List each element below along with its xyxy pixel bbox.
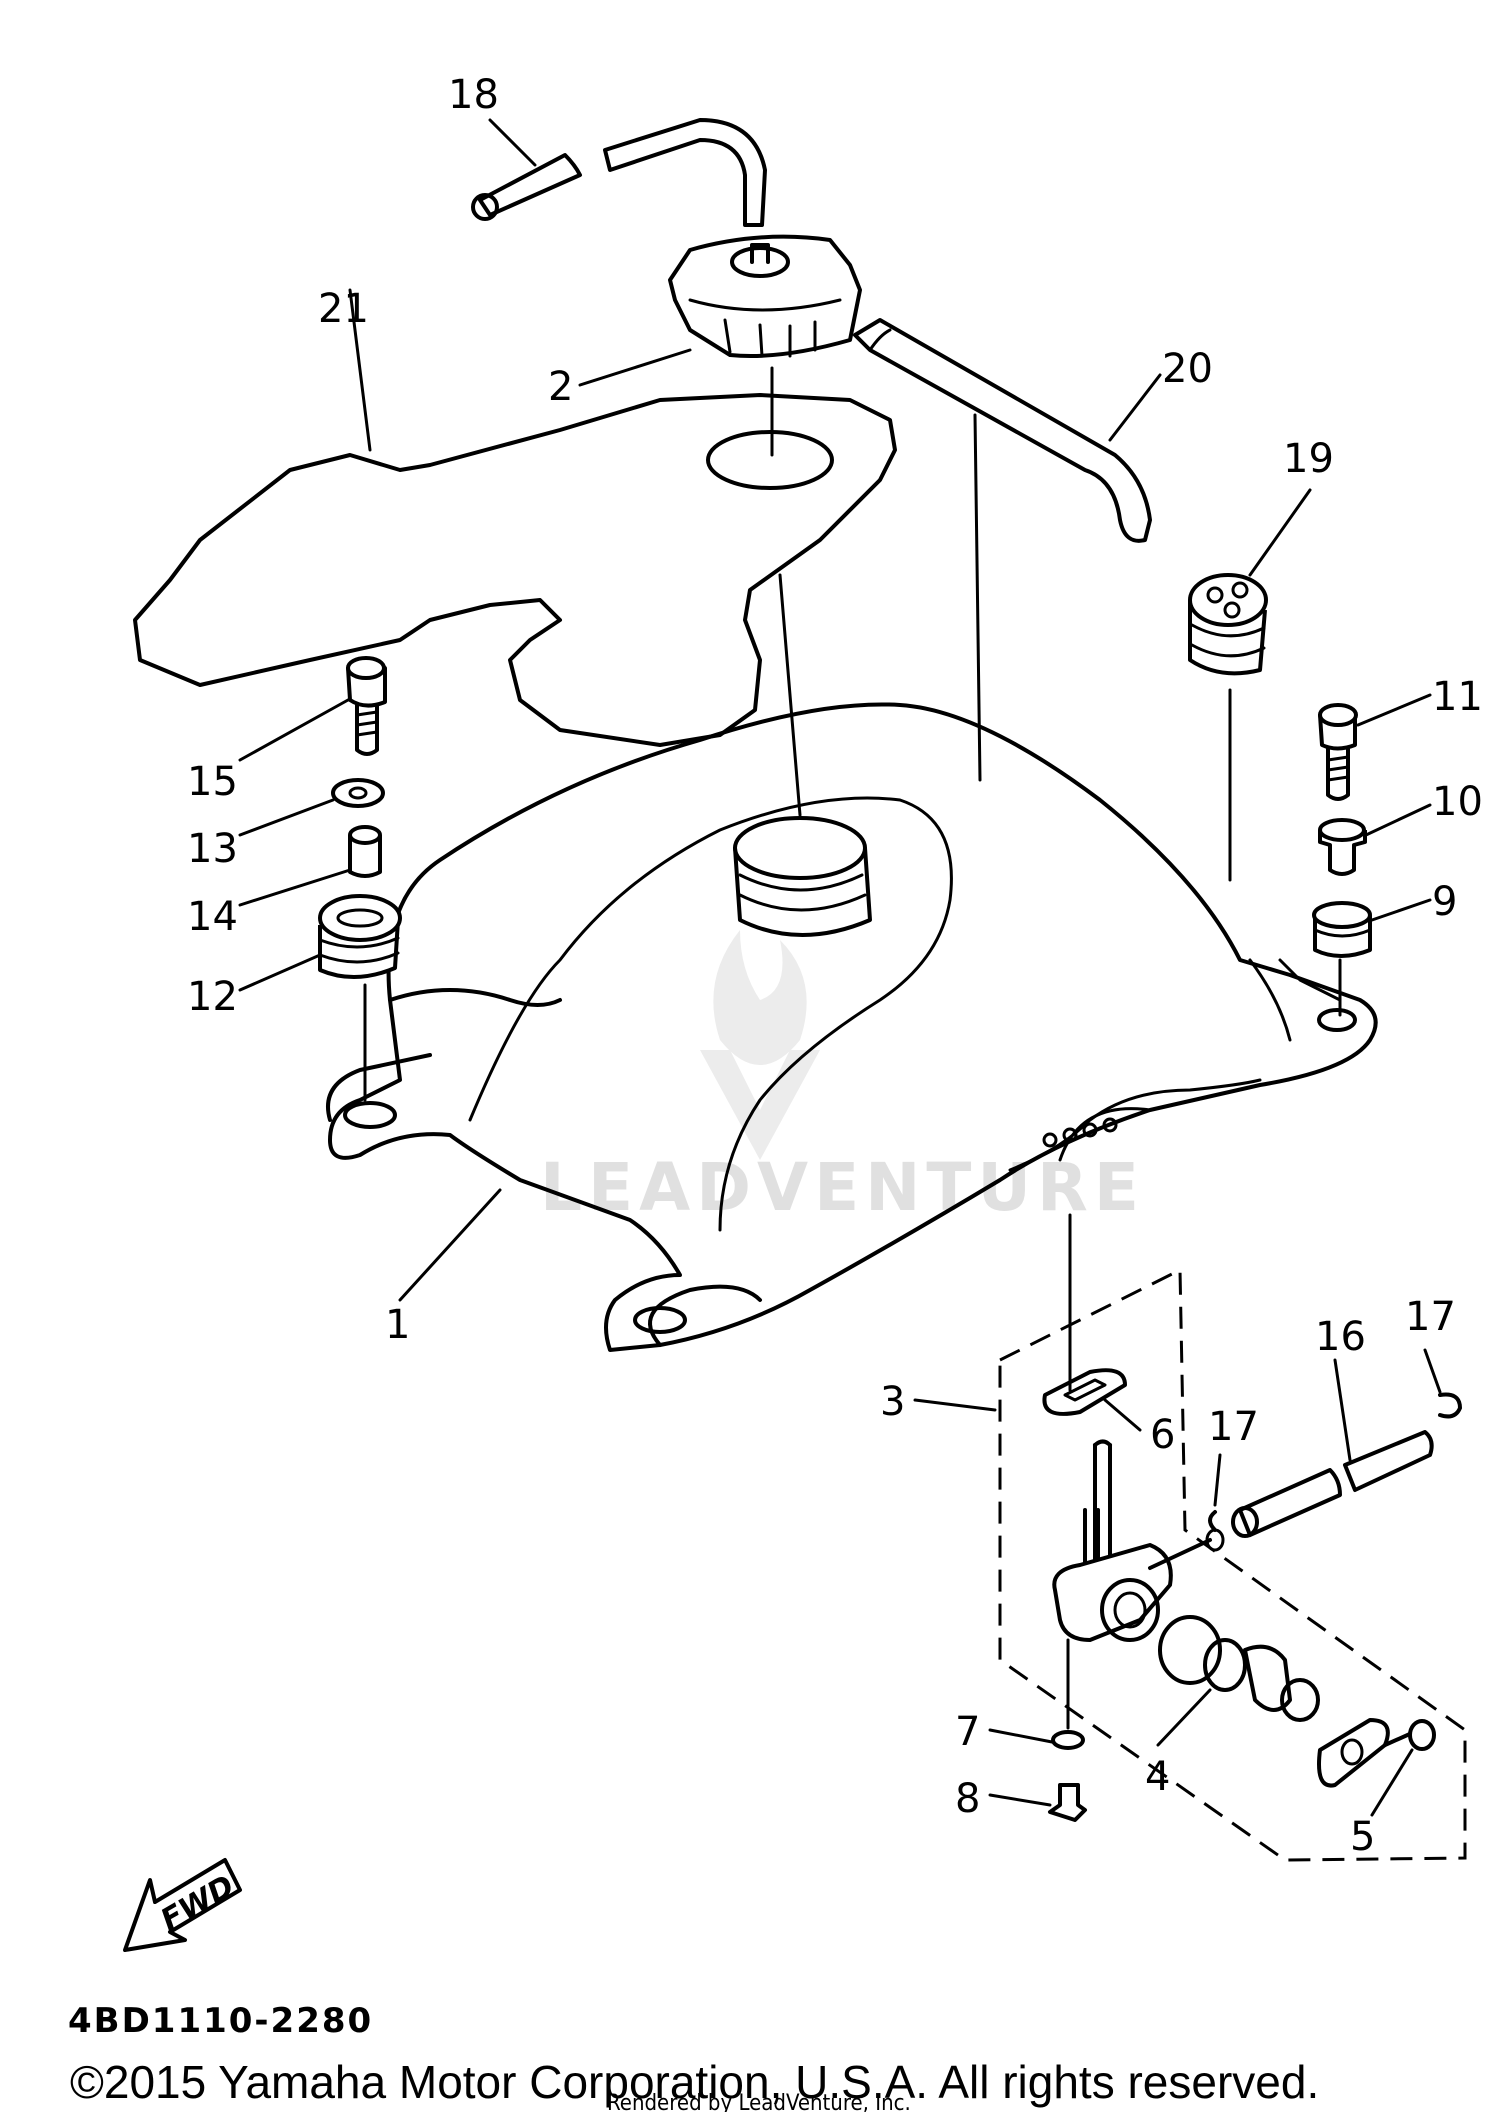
part-17-clip [1208,1392,1462,1532]
part-6-gasket [1042,1368,1127,1416]
leader-13 [238,798,335,837]
callout-10: 10 [1432,779,1483,825]
callout-17-mid: 17 [1208,1404,1259,1450]
callout-21: 21 [318,286,369,332]
callout-12: 12 [187,974,238,1020]
callout-14: 14 [187,894,238,940]
part-4-diaphragm [1158,1615,1320,1722]
leader-12 [238,953,322,992]
callout-5: 5 [1350,1814,1375,1860]
leader-5 [1370,1748,1414,1817]
leader-19 [1248,488,1312,577]
callout-1: 1 [385,1302,410,1348]
leader-20-drop [973,413,982,782]
leader-1 [398,1188,502,1302]
part-11-bolt [1318,703,1358,801]
copyright-notice: ©2015 Yamaha Motor Corporation, U.S.A. A… [70,2056,1319,2108]
callout-13: 13 [187,826,238,872]
leader-3 [913,1398,997,1412]
callout-4: 4 [1145,1754,1170,1800]
leader-17a [1423,1348,1442,1394]
callout-labels: 18 21 2 20 19 15 13 14 12 11 10 9 1 17 1… [187,72,1483,1860]
leader-7 [988,1728,1054,1744]
leader-4 [1156,1688,1212,1747]
forward-arrow-icon: FWD [123,1858,242,1952]
callout-19: 19 [1283,436,1334,482]
watermark-text: LEADVENTURE [540,1149,1145,1226]
part-14-collar [348,825,382,878]
callout-2: 2 [548,364,573,410]
leader-8 [988,1793,1052,1807]
rendered-by-note: Rendered by LeadVenture, Inc. [607,2091,911,2112]
diagram-part-number: 4BD1110-2280 [68,2001,373,2041]
callout-17-top: 17 [1405,1294,1456,1340]
part-7-washer [1051,1730,1085,1750]
callout-8: 8 [955,1776,980,1822]
leadventure-watermark: LEADVENTURE [540,930,1145,1226]
leader-9 [1370,898,1432,922]
part-21-fuel-tank-pad [133,393,897,747]
callout-15: 15 [187,759,238,805]
part-9-grommet [1312,901,1372,958]
part-19-damper [1188,573,1268,676]
leader-21 [348,288,372,452]
leader-10 [1364,803,1432,837]
leader-6 [1103,1398,1142,1432]
part-15-bolt [346,656,387,756]
fuel-cock-body [1052,1439,1225,1642]
callout-20: 20 [1162,346,1213,392]
leader-17b [1213,1453,1222,1507]
leader-14 [238,868,352,907]
callout-16: 16 [1315,1314,1366,1360]
part-1-fuel-tank [326,702,1378,1352]
callout-7: 7 [955,1709,980,1755]
part-5-cover-screw [1317,1718,1436,1788]
leader-2 [578,348,692,387]
leader-18 [488,118,537,167]
callout-3: 3 [880,1379,905,1425]
callout-6: 6 [1150,1412,1175,1458]
part-10-collar [1318,818,1367,876]
part-13-washer [331,778,385,808]
callout-18: 18 [448,72,499,118]
leader-11 [1356,693,1432,727]
part-8-bolt [1048,1783,1087,1822]
leader-15 [238,698,350,762]
part-3-fuel-cock-assembly-box [998,1267,1467,1862]
part-2-fuel-cap [668,234,862,358]
part-12-damper [318,894,402,980]
leader-16 [1333,1358,1352,1462]
part-16-fuel-hose [1231,1430,1434,1538]
leader-cap-to-neck [778,573,802,817]
fwd-label: FWD [155,1869,240,1939]
callout-9: 9 [1432,879,1457,925]
callout-11: 11 [1432,674,1483,720]
part-18-breather-hose [471,118,767,227]
leader-20 [1108,373,1162,442]
part-20-tank-protector [853,318,1152,543]
